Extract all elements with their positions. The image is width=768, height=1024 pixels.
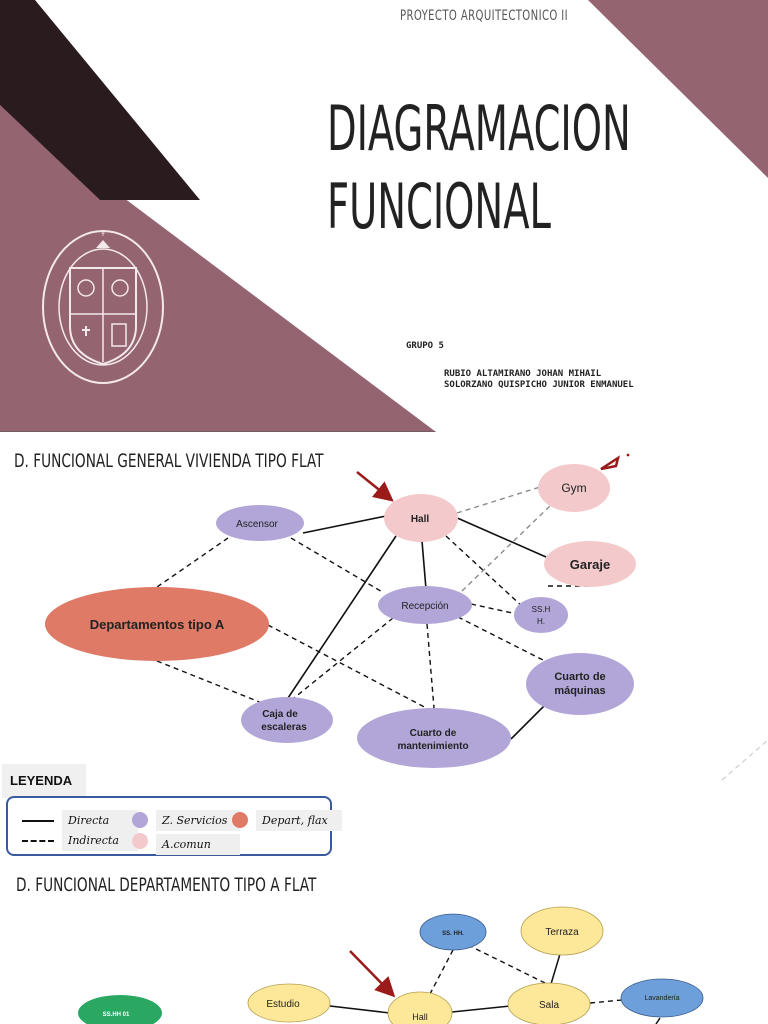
node-mant-label-2: mantenimiento bbox=[397, 741, 468, 752]
node-caja-label-1: Caja de bbox=[262, 709, 298, 720]
mauve-triangle-right bbox=[588, 0, 768, 178]
edge2-terraza-sala bbox=[550, 953, 561, 985]
legend-directa: Directa bbox=[62, 810, 138, 831]
svg-text:✝: ✝ bbox=[100, 231, 105, 238]
edge2-hall-sala bbox=[451, 1005, 511, 1013]
entry-arrow-hall bbox=[356, 471, 394, 502]
legend-indirecta: Indirecta bbox=[62, 830, 138, 851]
node-cuarto-maquinas: Cuarto de máquinas bbox=[526, 653, 634, 715]
edge-recepcion-gym bbox=[461, 502, 554, 592]
edge-hall-caja bbox=[287, 535, 397, 699]
node2-terraza: Terraza bbox=[520, 906, 604, 956]
node2-sshh: SS. HH. bbox=[419, 913, 487, 951]
node-garaje: Garaje bbox=[544, 541, 636, 587]
section1-title: D. FUNCIONAL GENERAL VIVIENDA TIPO FLAT bbox=[14, 450, 324, 472]
node2-sala: Sala bbox=[507, 982, 591, 1024]
direct-edges bbox=[287, 515, 547, 740]
node-hall-label: Hall bbox=[411, 514, 430, 525]
indirect-edges-gray bbox=[456, 486, 554, 592]
functional-diagram: Ascensor Hall Gym Garaje Departamentos t… bbox=[45, 453, 768, 1024]
node-hall: Hall bbox=[384, 494, 458, 542]
node-caja-escaleras: Caja de escaleras bbox=[241, 697, 333, 743]
edge2-sshh-hall bbox=[429, 949, 454, 995]
entry-arrow-gym bbox=[600, 455, 620, 471]
member-1: RUBIO ALTAMIRANO JOHAN MIHAIL bbox=[444, 369, 602, 379]
title-line-1: DIAGRAMACION bbox=[327, 92, 631, 165]
node2-lavanderia-label: Lavandería bbox=[644, 995, 679, 1002]
edge2-sala-lavanderia bbox=[589, 999, 623, 1004]
node2-sshh01: SS.HH 01 bbox=[78, 995, 162, 1024]
edge-recepcion-sshh bbox=[470, 603, 518, 615]
node-gym: Gym bbox=[538, 464, 610, 512]
edge-recepcion-maquinas bbox=[457, 616, 544, 661]
edge-ascensor-hall bbox=[302, 515, 387, 534]
edge-hall-garaje bbox=[454, 516, 547, 558]
edge-maquinas-mantenimiento bbox=[510, 704, 546, 740]
node2-estudio-label: Estudio bbox=[266, 999, 300, 1010]
node-departamentos-label: Departamentos tipo A bbox=[90, 617, 225, 632]
dark-band bbox=[0, 0, 200, 200]
node-gym-label: Gym bbox=[561, 481, 586, 495]
node2-terraza-label: Terraza bbox=[545, 927, 579, 938]
node-caja-label-2: escaleras bbox=[261, 722, 307, 733]
title-line-2: FUNCIONAL bbox=[327, 170, 551, 243]
group-label: GRUPO 5 bbox=[406, 341, 444, 351]
node2-lavanderia: Lavandería bbox=[620, 978, 704, 1018]
legend-servicios: Z. Servicios bbox=[156, 810, 240, 831]
legend-servicios-swatch bbox=[132, 812, 148, 828]
node-mant-label-1: Cuarto de bbox=[410, 728, 457, 739]
course-name: PROYECTO ARQUITECTONICO II bbox=[400, 8, 569, 24]
legend: Directa Indirecta Z. Servicios A.comun D… bbox=[6, 796, 342, 856]
member-2: SOLORZANO QUISPICHO JUNIOR ENMANUEL bbox=[444, 380, 634, 390]
node-ascensor: Ascensor bbox=[216, 505, 304, 541]
node-ascensor-label: Ascensor bbox=[236, 519, 278, 530]
node2-sshh-label: SS. HH. bbox=[442, 931, 464, 937]
edge-hall-gym bbox=[456, 486, 541, 514]
node-recepcion: Recepción bbox=[378, 586, 472, 624]
page-title: DIAGRAMACION FUNCIONAL bbox=[327, 90, 631, 246]
members-list: RUBIO ALTAMIRANO JOHAN MIHAIL SOLORZANO … bbox=[444, 369, 634, 391]
edge2-sshh-sala bbox=[467, 944, 546, 984]
edge-ascensor-recepcion bbox=[290, 537, 385, 594]
edge-ascensor-departamentos bbox=[156, 537, 229, 588]
legend-title: LEYENDA bbox=[2, 764, 86, 798]
node2-estudio: Estudio bbox=[247, 983, 331, 1023]
node-maquinas-label-2: máquinas bbox=[554, 685, 605, 697]
node-cuarto-mantenimiento: Cuarto de mantenimiento bbox=[357, 708, 511, 768]
edge-departamentos-caja bbox=[156, 660, 263, 704]
edge-hall-recepcion bbox=[421, 540, 427, 590]
cover-slide: ✝ PROYECTO ARQUITECTONICO II DIAGRAMACIO… bbox=[0, 0, 768, 432]
node-departamentos: Departamentos tipo A bbox=[45, 587, 269, 661]
edge-recepcion-caja bbox=[293, 617, 394, 699]
legend-depart: Depart, flax bbox=[256, 810, 342, 831]
legend-comun: A.comun bbox=[156, 834, 240, 855]
legend-dashed-line bbox=[22, 840, 54, 842]
section2-title: D. FUNCIONAL DEPARTAMENTO TIPO A FLAT bbox=[16, 874, 317, 896]
node2-sala-label: Sala bbox=[539, 1000, 559, 1011]
legend-depart-swatch bbox=[232, 812, 248, 828]
university-seal: ✝ bbox=[42, 230, 164, 384]
edge2-estudio-hall bbox=[329, 1005, 391, 1014]
node-garaje-label: Garaje bbox=[570, 557, 610, 572]
node2-sshh01-label: SS.HH 01 bbox=[103, 1012, 130, 1018]
node-recepcion-label: Recepción bbox=[401, 601, 448, 612]
node-maquinas-label-1: Cuarto de bbox=[554, 671, 605, 683]
section2-edges bbox=[329, 953, 661, 1024]
node-sshh: SS.H H. bbox=[514, 597, 568, 633]
node2-hall: Hall bbox=[387, 991, 453, 1024]
entry-arrow-hall-2 bbox=[349, 950, 396, 998]
node2-hall-label: Hall bbox=[412, 1012, 428, 1022]
edge-departamentos-mantenimiento bbox=[267, 624, 433, 712]
legend-comun-swatch bbox=[132, 833, 148, 849]
node-sshh-label-1: SS.H bbox=[532, 605, 551, 614]
legend-solid-line bbox=[22, 820, 54, 822]
node-sshh-label-2: H. bbox=[537, 617, 545, 626]
indirect-edges bbox=[156, 535, 590, 712]
cover-background bbox=[0, 0, 768, 432]
edge2-lavanderia bbox=[655, 1017, 661, 1024]
edge-recepcion-mantenimiento bbox=[426, 623, 435, 709]
